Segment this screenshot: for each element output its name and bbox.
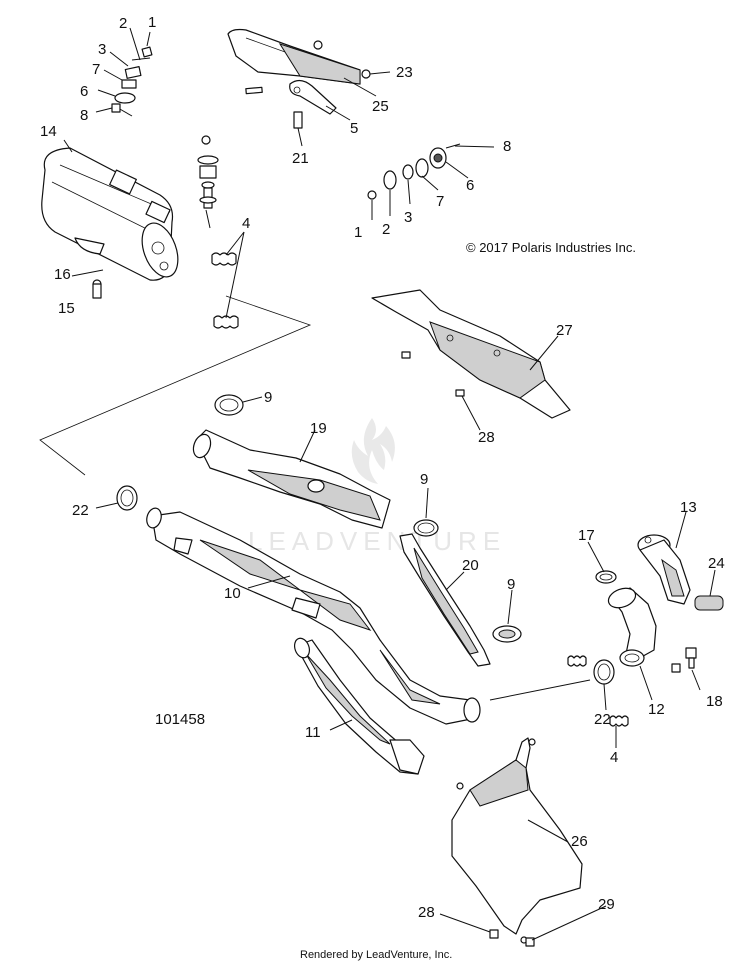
- gasket-17: [595, 570, 617, 584]
- callout-3b: 3: [404, 209, 412, 226]
- hardware-16-15: [71, 269, 104, 299]
- callout-28: 28: [478, 429, 495, 446]
- callout-23: 23: [396, 64, 413, 81]
- callout-24: 24: [708, 555, 725, 572]
- callout-5: 5: [350, 120, 358, 137]
- clamp-9a: [214, 394, 244, 416]
- heat-shield-27: [371, 289, 571, 419]
- assembly-reference-lines: [39, 295, 312, 476]
- callout-27: 27: [556, 322, 573, 339]
- pipe-13: [637, 534, 691, 605]
- callout-11: 11: [305, 724, 321, 741]
- callout-3: 3: [98, 41, 106, 58]
- watermark-text: LEADVENTURE: [248, 526, 506, 556]
- callout-4b: 4: [610, 749, 618, 766]
- callout-6: 6: [80, 83, 88, 100]
- footer-rendered-by: Rendered by LeadVenture, Inc.: [300, 949, 452, 961]
- callout-13: 13: [680, 499, 697, 516]
- leadventure-watermark: LEADVENTURE: [248, 418, 506, 556]
- callout-18: 18: [706, 693, 723, 710]
- callout-9c: 9: [507, 576, 515, 593]
- callout-2: 2: [119, 15, 127, 32]
- callout-15: 15: [58, 300, 75, 317]
- heat-shield-26: [451, 737, 583, 944]
- callout-9b: 9: [420, 471, 428, 488]
- callout-numbers: 1 2 3 7 6 8 14 4 16 15 23 25 5 21 8 6 7 …: [40, 14, 725, 921]
- cap-9c: [492, 625, 522, 643]
- diagram-id: 101458: [155, 711, 205, 728]
- gasket-22a: [116, 485, 138, 511]
- callout-29: 29: [598, 896, 615, 913]
- callout-4: 4: [242, 215, 250, 232]
- callout-8: 8: [80, 107, 88, 124]
- callout-25: 25: [372, 98, 389, 115]
- sensor-18: [671, 647, 697, 673]
- heat-shield-25: [227, 28, 371, 129]
- callout-14: 14: [40, 123, 57, 140]
- pipe-12: [607, 587, 657, 667]
- callout-19: 19: [310, 420, 327, 437]
- pipe-10: [146, 507, 481, 725]
- callout-10: 10: [224, 585, 241, 602]
- callout-22: 22: [72, 502, 89, 519]
- hardware-stack-right: [367, 143, 461, 200]
- springs-4: [211, 231, 245, 329]
- gasket-22b: [593, 659, 615, 685]
- callout-2b: 2: [382, 221, 390, 238]
- callout-26: 26: [571, 833, 588, 850]
- callout-1: 1: [148, 14, 156, 31]
- clamp-24: [694, 595, 724, 611]
- muffler-14: [41, 147, 179, 281]
- hardware-28-29: [489, 929, 535, 947]
- pipe-20: [399, 533, 491, 667]
- callout-6b: 6: [466, 177, 474, 194]
- callout-7: 7: [92, 61, 100, 78]
- callout-16: 16: [54, 266, 71, 283]
- callout-7b: 7: [436, 193, 444, 210]
- callout-12: 12: [648, 701, 665, 718]
- callout-28b: 28: [418, 904, 435, 921]
- spring-small: [567, 655, 587, 667]
- pipe-11: [293, 637, 425, 775]
- hardware-stack-top-left: [111, 46, 153, 117]
- clamp-9b: [413, 519, 439, 537]
- callout-20: 20: [462, 557, 479, 574]
- spring-4b: [609, 715, 629, 727]
- leader-lines: [63, 27, 716, 941]
- callout-8b: 8: [503, 138, 511, 155]
- callout-17: 17: [578, 527, 595, 544]
- pipe-19: [192, 429, 391, 529]
- mount-stack: [197, 135, 219, 229]
- callout-1b: 1: [354, 224, 362, 241]
- callout-9: 9: [264, 389, 272, 406]
- callout-21: 21: [292, 150, 309, 167]
- copyright-notice: © 2017 Polaris Industries Inc.: [466, 240, 636, 255]
- callout-22b: 22: [594, 711, 611, 728]
